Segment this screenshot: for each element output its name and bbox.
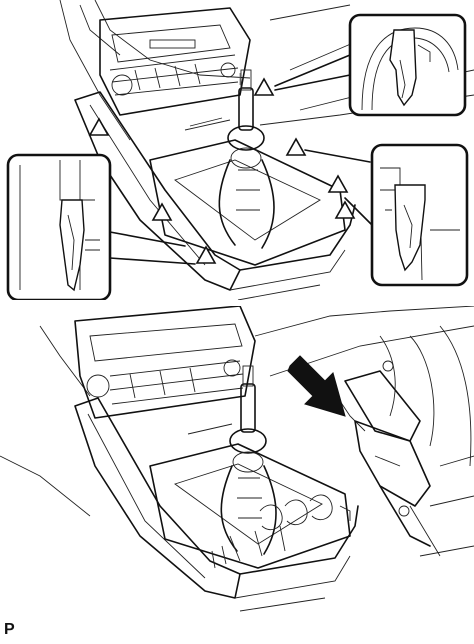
callout-clip-detail-upper-right	[348, 13, 467, 117]
clip-mark-1	[88, 117, 110, 136]
clip-mark-7	[334, 200, 356, 219]
callout-clip-detail-right	[370, 143, 469, 287]
clip-mark-4	[253, 77, 275, 96]
figure-code-label: P	[4, 621, 15, 638]
clip-mark-6	[327, 174, 349, 193]
removal-direction-arrow	[287, 355, 346, 417]
console-illustration-bottom	[0, 306, 474, 612]
clip-mark-2	[151, 202, 173, 221]
clip-mark-3	[195, 245, 217, 264]
callout-clip-detail-left	[6, 153, 112, 300]
dashboard-background	[59, 0, 474, 141]
diagram-panel-top	[0, 0, 474, 300]
callout-leaders	[109, 54, 373, 265]
diagram-panel-bottom	[0, 306, 474, 626]
clip-marks	[88, 73, 356, 264]
shift-boot	[149, 365, 351, 569]
parking-brake-lever	[329, 370, 441, 557]
shift-boot	[149, 69, 346, 266]
dashboard-background	[0, 306, 474, 557]
console-illustration-top	[6, 0, 474, 300]
clip-mark-5	[285, 137, 307, 156]
console-trim-panel	[74, 397, 359, 612]
panel-clips	[211, 494, 351, 569]
